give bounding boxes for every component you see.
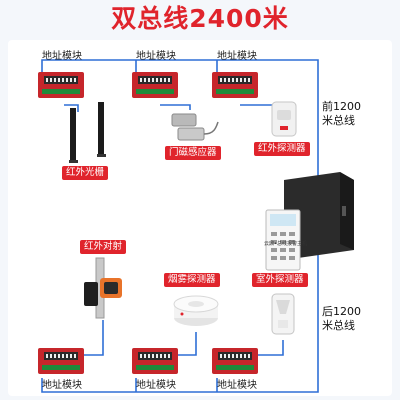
address-module-board-5 <box>132 348 178 374</box>
address-module-board-4 <box>38 348 84 374</box>
ir-beam-icon <box>84 257 122 319</box>
smoke-detector-icon <box>173 295 219 326</box>
diagram-title: 双总线2400米 <box>111 4 289 33</box>
address-module-label-1: 地址模块 <box>42 51 82 62</box>
address-module-board-2 <box>132 72 178 98</box>
address-module-board-3 <box>212 72 258 98</box>
address-module-label-3: 地址模块 <box>217 51 257 62</box>
door-sensor-icon <box>171 113 219 141</box>
alarm-host-label: 云鼎•总线报警主机 <box>264 241 307 247</box>
outdoor-detector-label: 室外探测器 <box>252 273 308 287</box>
address-module-board-1 <box>38 72 84 98</box>
ir-grating-label: 红外光栅 <box>62 166 109 180</box>
ir-detector-label: 红外探测器 <box>254 142 310 156</box>
ir-grating-icon <box>69 102 106 163</box>
bus-front-line1: 前1200 <box>322 100 361 113</box>
address-module-label-2: 地址模块 <box>136 51 176 62</box>
bus-back-line2: 米总线 <box>322 319 355 332</box>
alarm-host-icon <box>265 172 354 271</box>
address-module-label-5: 地址模块 <box>136 380 176 391</box>
door-sensor-label: 门磁感应器 <box>165 146 221 160</box>
address-module-label-6: 地址模块 <box>217 380 257 391</box>
address-module-label-4: 地址模块 <box>42 380 82 391</box>
ir-detector-icon <box>271 101 297 137</box>
bus-back-line1: 后1200 <box>322 305 361 318</box>
bus-front-line2: 米总线 <box>322 114 355 127</box>
smoke-detector-label: 烟雾探测器 <box>164 273 220 287</box>
bus-front-label: 前1200 米总线 <box>322 100 361 128</box>
ir-beam-label: 红外对射 <box>80 240 127 254</box>
address-module-board-6 <box>212 348 258 374</box>
outdoor-detector-icon <box>271 293 295 335</box>
bus-back-label: 后1200 米总线 <box>322 305 361 333</box>
